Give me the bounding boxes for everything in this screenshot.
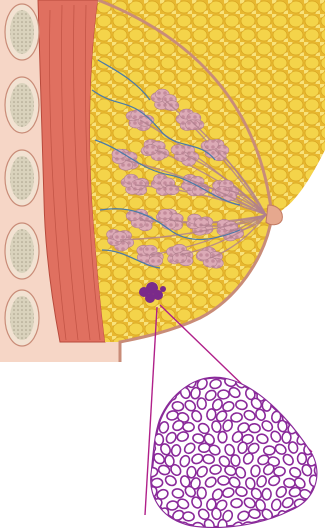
tumor-cell <box>314 376 324 388</box>
tumor-cell <box>250 465 260 477</box>
tumor-cell <box>262 376 276 390</box>
tumor-cell <box>230 454 240 466</box>
tumor-cell <box>282 432 292 444</box>
tumor-cell <box>183 512 195 522</box>
tumor-cell <box>137 520 151 532</box>
tumor-cell <box>288 398 301 410</box>
tumor-cell <box>164 364 176 377</box>
tumor-cell <box>187 466 196 478</box>
tumor-cell <box>299 398 312 410</box>
tumor-cell <box>309 389 320 402</box>
tumor-cell <box>315 420 325 431</box>
tumor-cell <box>136 431 150 445</box>
fatty-tissue <box>90 0 325 342</box>
tumor-cell <box>283 478 295 488</box>
tumor-cell <box>140 411 149 423</box>
rib-marrow <box>10 229 34 273</box>
tumor-cell <box>314 487 325 501</box>
tumor-cell <box>308 499 322 513</box>
tumor-cell <box>248 423 260 433</box>
tumor-cell <box>293 388 307 402</box>
tumor-cell <box>308 520 320 530</box>
tumor-cell <box>281 366 295 380</box>
tumor-cell <box>190 367 204 380</box>
tumor-cell <box>218 432 227 443</box>
tumor-cell <box>294 410 306 420</box>
tumor-cell <box>198 443 210 453</box>
tumor-cell <box>306 363 319 377</box>
tumor-cell <box>242 366 255 380</box>
tumor-cell <box>231 498 243 508</box>
tumor-cell <box>314 509 325 520</box>
tumor-cell <box>312 444 325 457</box>
tumor-cell <box>218 519 228 531</box>
tumor-cell <box>262 489 271 500</box>
tumor-cell <box>295 519 309 532</box>
tumor-cell <box>308 433 321 444</box>
tumor-cell <box>154 520 163 531</box>
tumor-cell <box>206 408 216 420</box>
tumor-cell <box>300 507 314 519</box>
rib-marrow <box>10 156 34 200</box>
tumor-cell <box>297 366 307 378</box>
rib-marrow <box>10 83 34 127</box>
tumor-cell <box>300 377 313 391</box>
tumor-cell <box>281 521 291 532</box>
tumor-cell <box>314 399 325 413</box>
tumor-cell <box>273 466 285 476</box>
tumor-cell <box>139 369 150 378</box>
tumor-cell <box>262 400 271 412</box>
tumor-cell <box>308 409 322 422</box>
tumor-cell <box>297 453 306 465</box>
tumor-cell <box>267 366 280 377</box>
tumor-cell <box>251 379 261 391</box>
tumor-cell <box>217 364 231 378</box>
rib-marrow <box>10 10 34 54</box>
tumor-cell <box>267 387 281 401</box>
tumor-cell <box>197 397 207 409</box>
tumor-cell <box>273 376 286 387</box>
tumor-cell <box>300 421 314 434</box>
tumor-cell <box>183 423 194 432</box>
tumor-cell <box>179 366 191 380</box>
tumor-cell <box>169 375 183 389</box>
tumor-cell <box>218 390 230 399</box>
tumor-cell <box>288 377 302 390</box>
tumor-cell <box>158 379 171 390</box>
tumor-cell <box>256 364 270 377</box>
tumor-cell <box>269 519 282 532</box>
tumor-cell <box>264 446 275 455</box>
tumor-cell <box>218 476 230 485</box>
tumor-cell <box>203 366 215 376</box>
tumor-cell <box>294 499 305 508</box>
breast-tissue <box>90 0 325 342</box>
tumor-cell <box>172 401 184 411</box>
magnified-tumor-cells <box>136 363 325 532</box>
rib-marrow <box>10 296 34 340</box>
tumor-cell <box>139 455 151 465</box>
tumor-cell <box>284 388 296 397</box>
